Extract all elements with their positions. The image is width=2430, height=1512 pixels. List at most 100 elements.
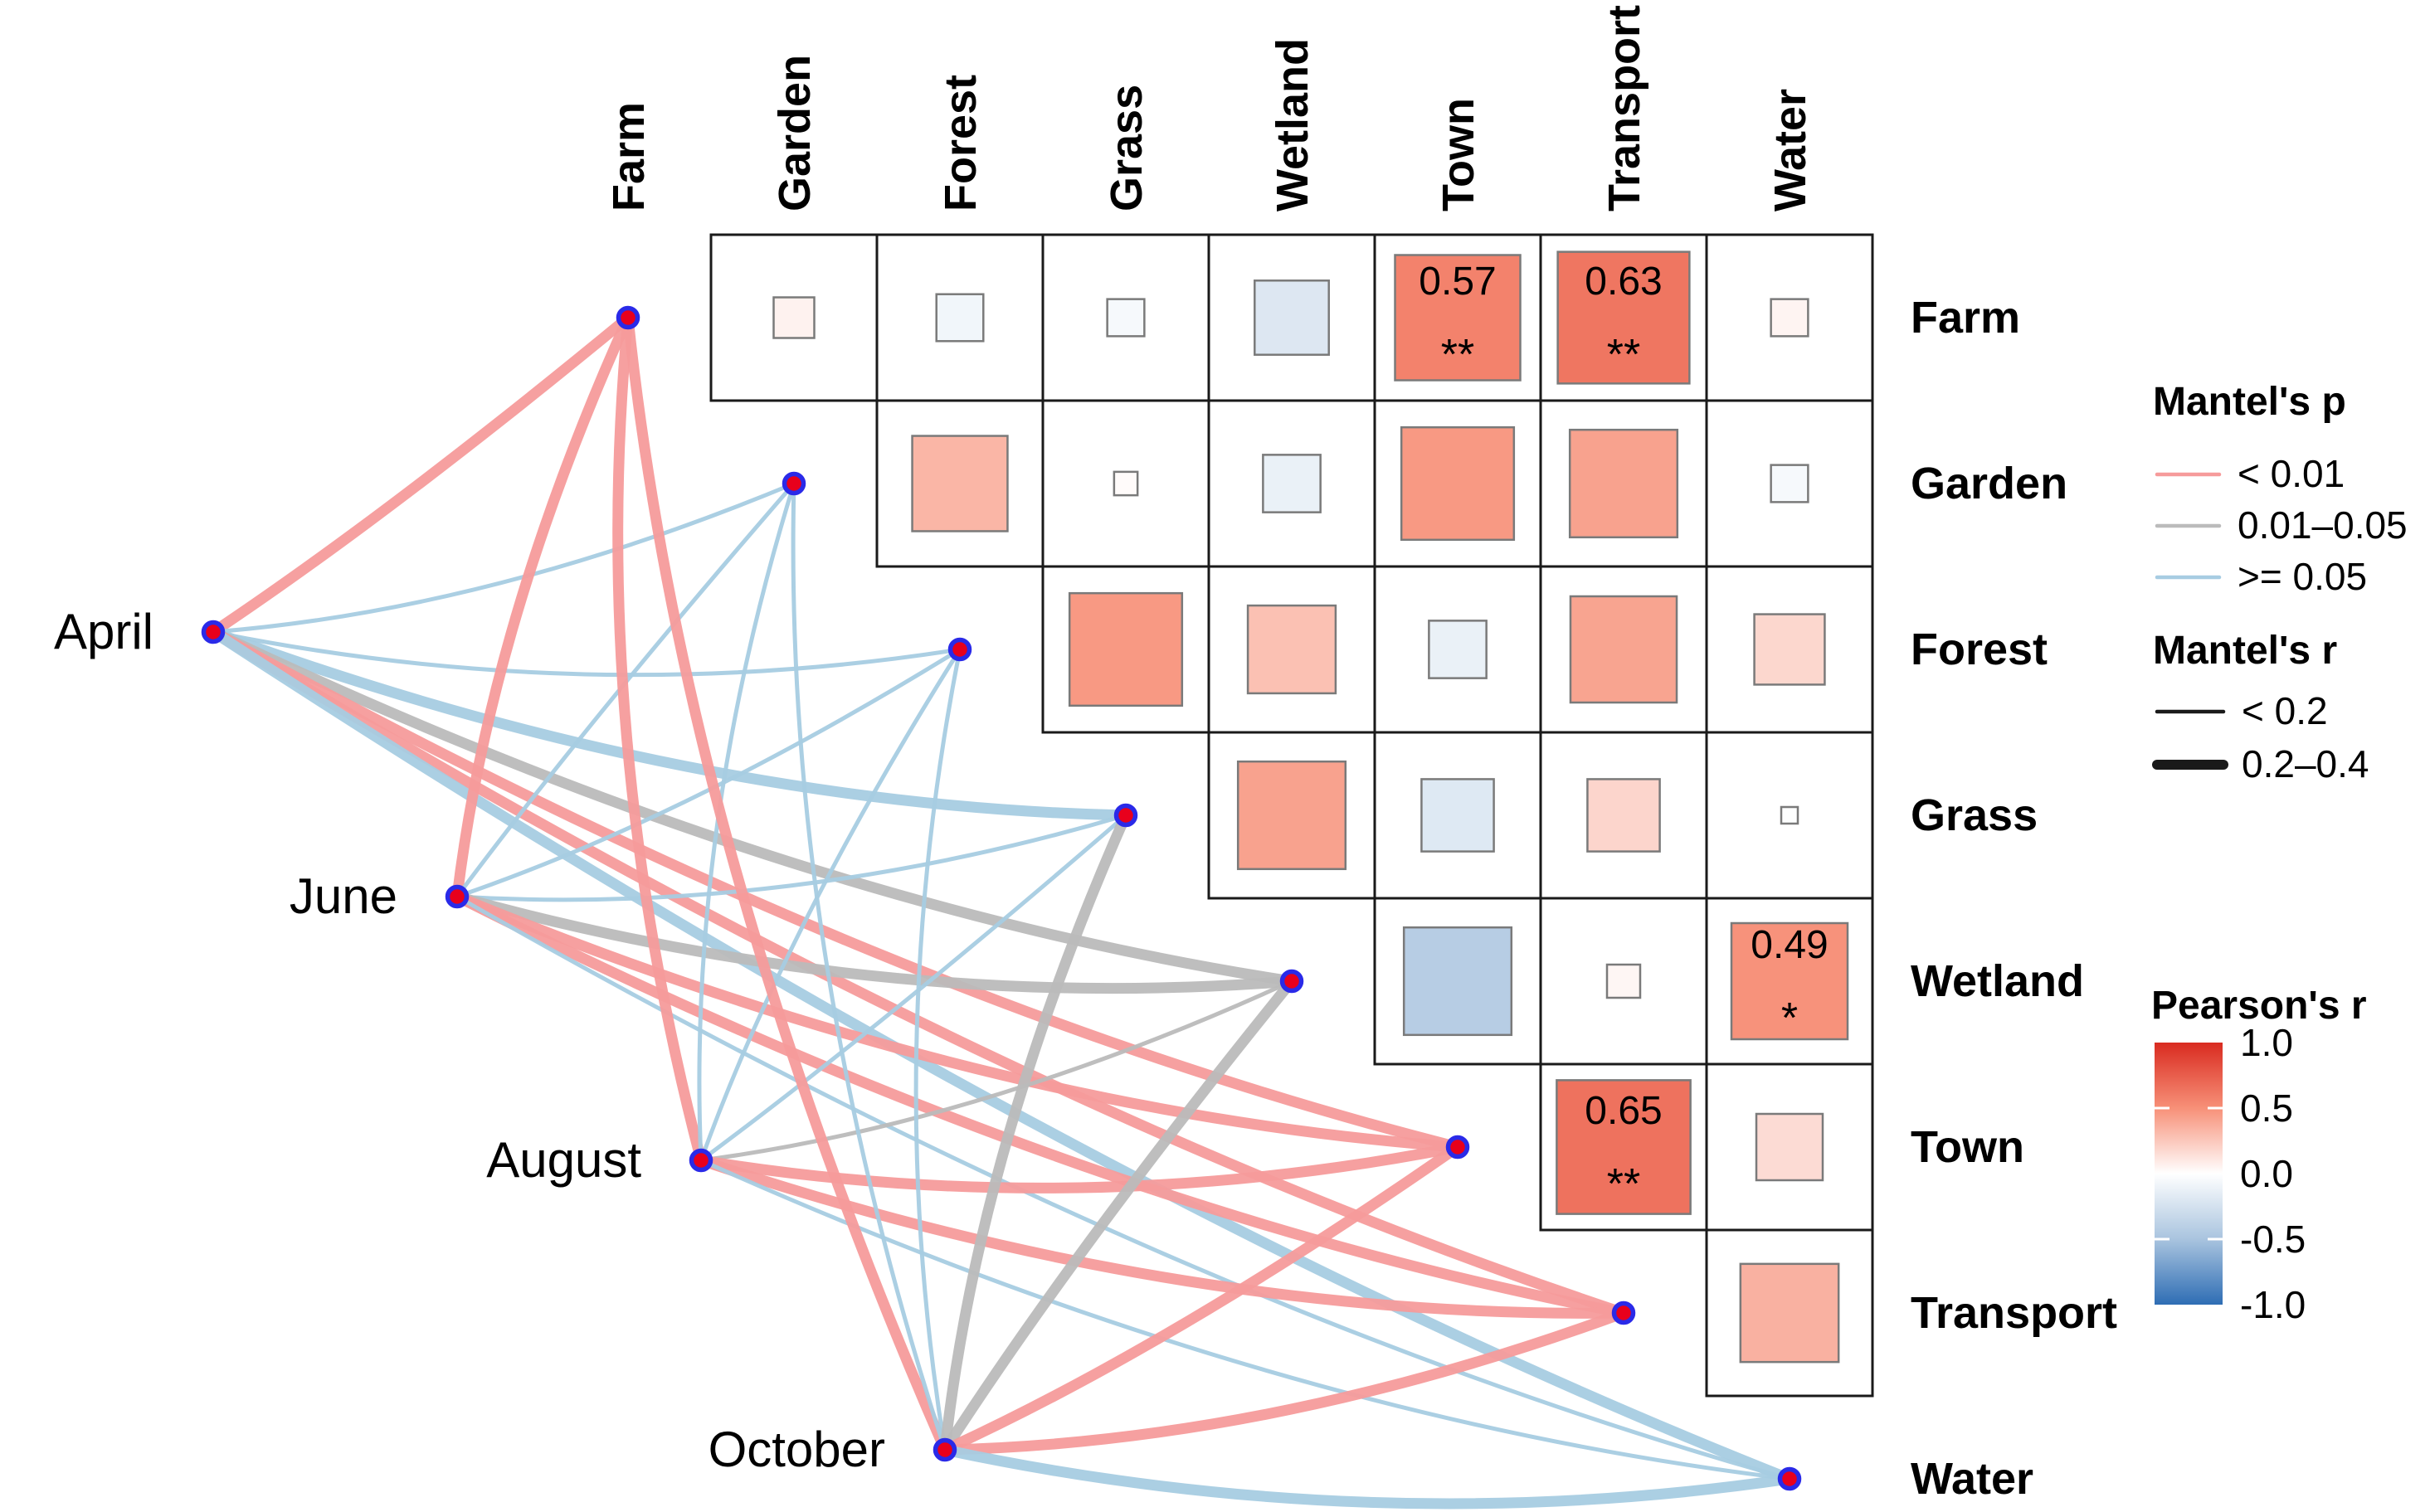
edge-august-garden: [697, 481, 796, 1163]
legend-p-label-1: 0.01–0.05: [2238, 503, 2408, 547]
square-wetland-transport: [1605, 963, 1642, 999]
edge-august-farm: [612, 312, 707, 1166]
edge-april-farm: [207, 312, 634, 638]
edge-october-wetland: [939, 975, 1298, 1456]
square-forest-grass: [1068, 591, 1184, 707]
edge-october-garden: [791, 481, 947, 1452]
row-label-grass: Grass: [1911, 790, 2038, 840]
var-node-grass: [1113, 803, 1138, 828]
colorbar-tick-label-2: 0.0: [2240, 1152, 2293, 1195]
var-node-town: [1445, 1135, 1470, 1160]
square-garden-wetland: [1262, 454, 1322, 513]
square-farm-town: [1394, 254, 1522, 382]
row-label-transport: Transport: [1911, 1288, 2117, 1338]
edge-august-wetland: [699, 979, 1294, 1163]
square-farm-transport: [1556, 250, 1691, 385]
month-node-april: [201, 620, 226, 644]
square-grass-water: [1780, 805, 1799, 825]
square-farm-wetland: [1254, 280, 1330, 356]
month-label-august: August: [486, 1132, 641, 1188]
legend-mantels-p-title: Mantel's p: [2153, 380, 2346, 424]
legend-mantels-r-title: Mantel's r: [2153, 629, 2337, 673]
colorbar-tick-label-4: -1.0: [2240, 1283, 2306, 1326]
legend-r-label-0: < 0.2: [2242, 689, 2328, 732]
square-forest-wetland: [1246, 604, 1337, 695]
var-node-garden: [782, 471, 806, 496]
var-node-transport: [1611, 1301, 1636, 1325]
square-farm-grass: [1106, 298, 1146, 338]
edge-june-farm: [451, 312, 634, 902]
col-label-garden: Garden: [770, 55, 820, 211]
col-label-transport: Transport: [1600, 5, 1649, 211]
var-node-wetland: [1279, 969, 1304, 994]
var-node-farm: [616, 305, 640, 330]
value-farm-town: 0.57: [1419, 260, 1496, 304]
square-garden-water: [1770, 464, 1809, 503]
col-label-forest: Forest: [936, 75, 986, 211]
row-label-garden: Garden: [1911, 459, 2067, 508]
stars-farm-town: **: [1441, 331, 1474, 379]
month-node-june: [445, 884, 470, 909]
stars-farm-transport: **: [1607, 331, 1640, 379]
square-transport-water: [1739, 1262, 1840, 1364]
row-label-wetland: Wetland: [1911, 956, 2084, 1006]
square-farm-forest: [935, 293, 985, 343]
square-wetland-water: [1730, 921, 1849, 1041]
month-label-april: April: [54, 604, 153, 659]
stars-town-transport: **: [1607, 1160, 1640, 1208]
cell-garden-forest: [875, 399, 1045, 568]
legend-r-label-1: 0.2–0.4: [2242, 742, 2369, 785]
col-label-town: Town: [1434, 98, 1483, 211]
month-label-october: October: [709, 1422, 885, 1477]
colorbar-tick-label-3: -0.5: [2240, 1218, 2306, 1261]
square-garden-transport: [1568, 428, 1679, 539]
square-forest-water: [1753, 613, 1826, 686]
var-node-water: [1777, 1466, 1802, 1491]
month-node-october: [933, 1437, 957, 1462]
square-town-water: [1755, 1112, 1824, 1182]
value-wetland-water: 0.49: [1751, 923, 1828, 967]
col-label-grass: Grass: [1102, 85, 1152, 211]
var-node-forest: [947, 637, 972, 662]
edge-october-transport: [939, 1307, 1629, 1456]
row-label-forest: Forest: [1911, 625, 2048, 674]
edge-june-forest: [455, 647, 962, 899]
row-label-farm: Farm: [1911, 293, 2020, 343]
square-grass-town: [1420, 778, 1495, 853]
square-grass-transport: [1586, 778, 1661, 853]
edge-april-town: [207, 626, 1463, 1153]
value-town-transport: 0.65: [1585, 1089, 1662, 1133]
edge-april-garden: [211, 481, 796, 634]
row-label-water: Water: [1911, 1454, 2033, 1504]
square-garden-forest: [911, 435, 1009, 532]
legend-p-label-0: < 0.01: [2238, 452, 2345, 495]
edge-june-town: [451, 891, 1463, 1153]
row-label-town: Town: [1911, 1122, 2024, 1172]
colorbar-gradient: [2155, 1043, 2223, 1305]
square-garden-grass: [1113, 470, 1139, 497]
square-garden-town: [1400, 425, 1516, 542]
colorbar-title: Pearson's r: [2151, 984, 2367, 1028]
edge-august-town: [695, 1141, 1463, 1194]
square-farm-garden: [772, 296, 816, 339]
month-node-august: [689, 1148, 713, 1173]
stars-wetland-water: *: [1781, 994, 1798, 1043]
edge-october-grass: [939, 809, 1132, 1456]
edge-june-transport: [451, 891, 1629, 1319]
month-label-june: June: [290, 868, 397, 924]
square-grass-wetland: [1236, 760, 1347, 871]
square-forest-transport: [1569, 595, 1678, 704]
col-label-farm: Farm: [604, 102, 654, 211]
edge-october-forest: [913, 647, 962, 1452]
edge-april-grass: [207, 626, 1132, 821]
legend-p-label-2: >= 0.05: [2238, 555, 2367, 598]
edge-august-water: [699, 1158, 1792, 1481]
square-farm-water: [1770, 298, 1809, 338]
colorbar-tick-label-0: 1.0: [2240, 1021, 2293, 1064]
edge-october-water: [939, 1444, 1795, 1510]
edge-april-forest: [211, 630, 962, 678]
edge-august-grass: [699, 813, 1128, 1163]
value-farm-transport: 0.63: [1585, 260, 1662, 304]
